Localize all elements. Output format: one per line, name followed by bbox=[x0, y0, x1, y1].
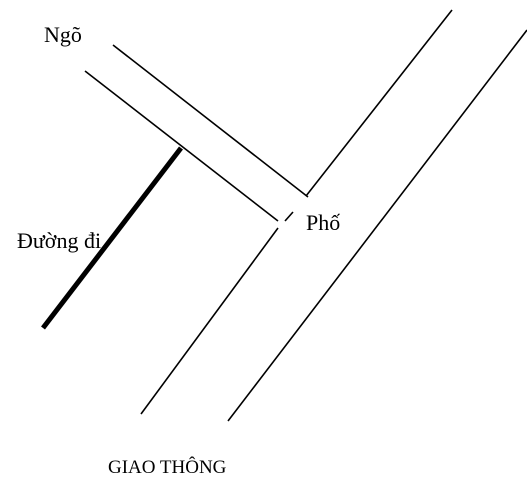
street-left-edge-lower bbox=[140, 227, 279, 415]
street-right-edge bbox=[227, 29, 527, 422]
alley-label: Ngõ bbox=[44, 22, 82, 47]
alley-lower-edge bbox=[84, 70, 279, 222]
street-left-edge-upper bbox=[305, 9, 453, 197]
diagram-caption: GIAO THÔNG bbox=[108, 457, 227, 478]
alley-upper-edge bbox=[112, 44, 309, 198]
street-label: Phố bbox=[306, 210, 341, 235]
path-line bbox=[41, 146, 183, 330]
street-left-edge-stub bbox=[284, 211, 294, 222]
path-label: Đường đi bbox=[17, 228, 102, 253]
